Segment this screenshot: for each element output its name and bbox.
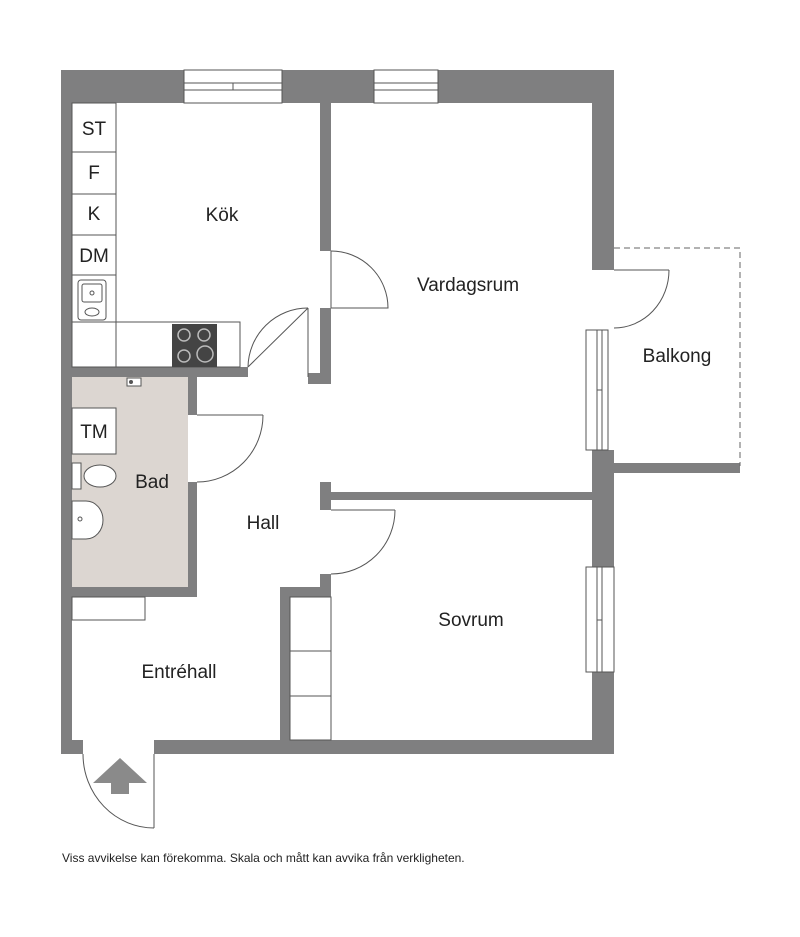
window-living — [373, 69, 439, 104]
door-kitchen-living — [330, 250, 389, 309]
entry-shelf — [71, 596, 146, 621]
room-balcony: Balkong — [643, 346, 712, 367]
balcony-outline — [614, 247, 741, 466]
label-f: F — [88, 163, 100, 184]
label-tm: TM — [80, 422, 107, 443]
window-bedroom — [585, 566, 615, 673]
room-bedroom: Sovrum — [438, 610, 503, 631]
label-k: K — [88, 204, 101, 225]
outer-walls — [61, 70, 740, 754]
label-dm: DM — [79, 246, 109, 267]
room-hall: Hall — [247, 513, 280, 534]
room-bath: Bad — [135, 472, 169, 493]
interior-walls — [72, 103, 593, 740]
toilet-icon — [71, 462, 117, 490]
windows — [183, 69, 615, 673]
room-entry: Entréhall — [142, 662, 217, 683]
tumble-dryer — [71, 407, 117, 455]
label-st: ST — [82, 119, 107, 140]
window-balcony — [585, 329, 609, 451]
disclaimer-text: Viss avvikelse kan förekomma. Skala och … — [62, 851, 465, 865]
room-living: Vardagsrum — [417, 275, 519, 296]
window-kitchen — [183, 69, 283, 104]
doors — [82, 250, 670, 829]
door-entrance — [82, 753, 155, 829]
tap-icon — [126, 377, 142, 387]
door-bedroom — [330, 509, 396, 575]
entrance-arrow-icon — [93, 758, 147, 794]
door-bath — [196, 414, 264, 483]
door-balcony — [613, 269, 670, 329]
stove-icon — [172, 324, 217, 367]
washbasin-icon — [71, 500, 104, 540]
room-kitchen: Kök — [206, 205, 239, 226]
bedroom-wardrobe — [289, 596, 332, 741]
sink-icon — [77, 279, 107, 321]
door-kitchen-hall — [247, 307, 309, 377]
